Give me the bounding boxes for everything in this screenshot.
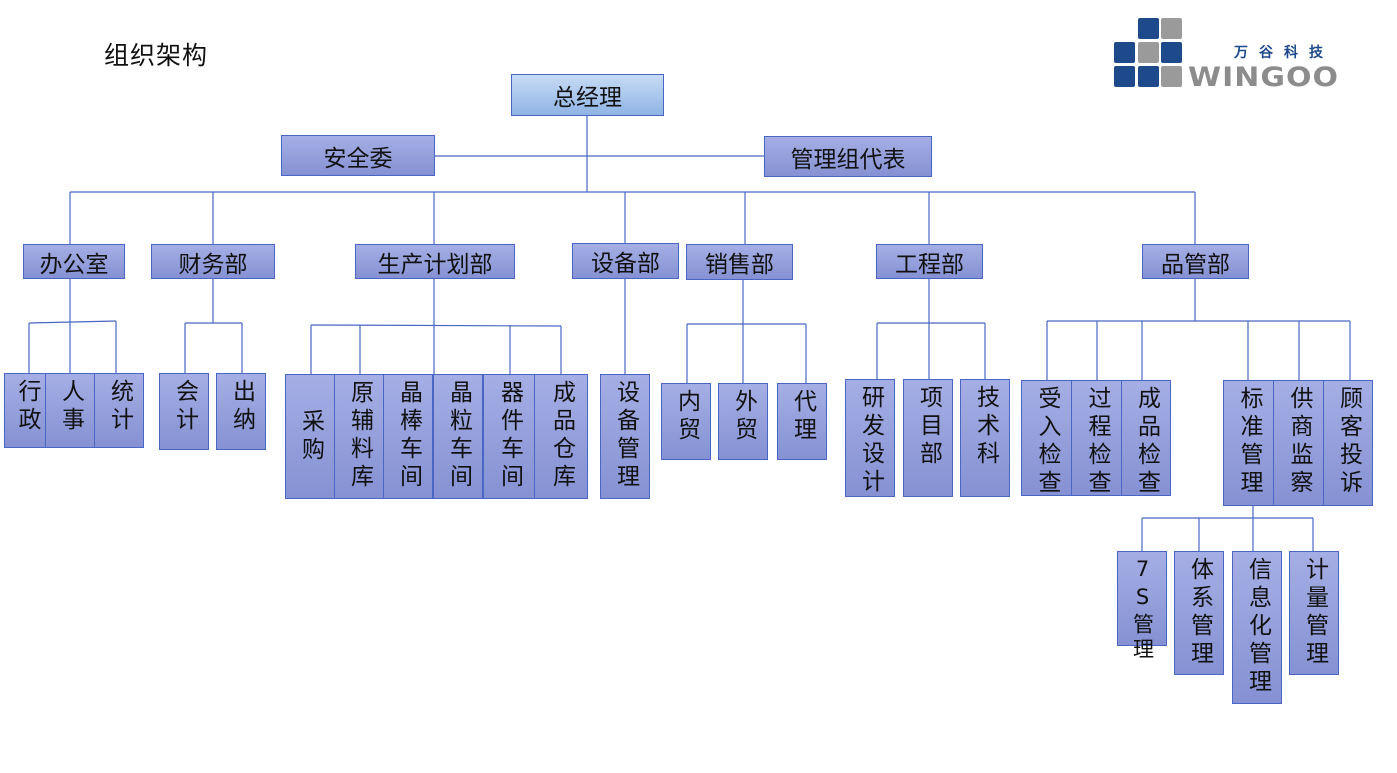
unit-metrology-management: 计量管理 — [1289, 551, 1339, 675]
company-logo: 万谷科技 WINGOO — [1114, 18, 1376, 94]
safety-committee-box: 安全委 — [281, 135, 435, 176]
unit-standards-management: 标准管理 — [1223, 380, 1274, 506]
unit-final-inspection: 成品检查 — [1121, 380, 1171, 498]
unit-foreign-trade: 外贸 — [718, 383, 768, 460]
dept-quality: 品管部 — [1142, 244, 1249, 279]
dept-engineering: 工程部 — [876, 244, 983, 279]
unit-device-workshop: 器件车间 — [483, 374, 535, 499]
ceo-box: 总经理 — [511, 74, 664, 116]
unit-agency: 代理 — [777, 383, 827, 460]
dept-sales: 销售部 — [686, 244, 793, 280]
dept-finance: 财务部 — [151, 244, 275, 279]
unit-finished-goods-store: 成品仓库 — [534, 374, 588, 499]
dept-office: 办公室 — [23, 244, 125, 279]
unit-system-management: 体系管理 — [1174, 551, 1224, 675]
unit-admin: 行政 — [4, 373, 49, 448]
unit-cashier: 出纳 — [216, 373, 266, 450]
unit-rd-design: 研发设计 — [845, 379, 895, 497]
management-rep-box: 管理组代表 — [764, 136, 932, 177]
unit-domestic-trade: 内贸 — [661, 383, 711, 460]
unit-hr: 人事 — [45, 373, 95, 448]
dept-equipment: 设备部 — [572, 243, 679, 279]
unit-customer-complaints: 顾客投诉 — [1323, 380, 1373, 506]
unit-process-inspection: 过程检查 — [1071, 380, 1122, 498]
unit-ingot-workshop: 晶棒车间 — [383, 374, 433, 499]
logo-wordmark: WINGOO — [1188, 61, 1339, 94]
unit-incoming-inspection: 受入检查 — [1021, 380, 1072, 498]
unit-supplier-supervision: 供商监察 — [1273, 380, 1324, 506]
unit-accounting: 会计 — [159, 373, 209, 450]
page-title: 组织架构 — [104, 41, 209, 70]
unit-it-management: 信息化管理 — [1232, 551, 1282, 704]
unit-technical: 技术科 — [960, 379, 1010, 497]
unit-statistics: 统计 — [94, 373, 144, 448]
unit-purchasing: 采购 — [285, 374, 335, 499]
unit-equipment-management: 设备管理 — [600, 374, 650, 499]
unit-die-workshop: 晶粒车间 — [433, 374, 483, 499]
unit-raw-material-store: 原辅料库 — [334, 374, 384, 499]
unit-7s-management: 7S管理 — [1117, 551, 1167, 663]
unit-project: 项目部 — [903, 379, 953, 497]
dept-production-planning: 生产计划部 — [355, 244, 515, 279]
logo-chinese-name: 万谷科技 — [1234, 45, 1334, 61]
